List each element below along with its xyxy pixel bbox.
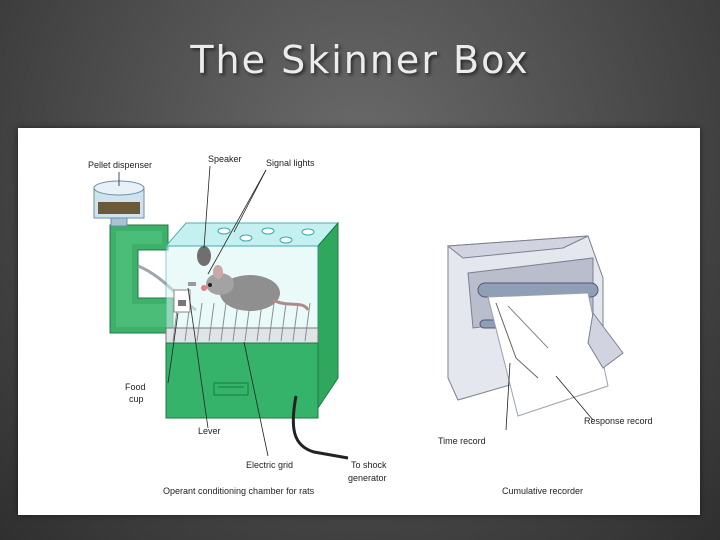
cumulative-recorder (448, 236, 623, 416)
label-speaker: Speaker (208, 154, 242, 164)
label-to-shock-line2: generator (348, 473, 387, 483)
label-food-cup-line1: Food (125, 382, 146, 392)
label-pellet-dispenser: Pellet dispenser (88, 160, 152, 170)
label-food-cup-line2: cup (129, 394, 144, 404)
caption-chamber: Operant conditioning chamber for rats (163, 486, 315, 496)
skinner-box-figure: Pellet dispenser Speaker Signal lights F… (18, 128, 700, 515)
caption-recorder: Cumulative recorder (502, 486, 583, 496)
slide-title: The Skinner Box (0, 38, 720, 82)
label-response-record: Response record (584, 416, 653, 426)
label-lever: Lever (198, 426, 221, 436)
label-time-record: Time record (438, 436, 486, 446)
operant-chamber (166, 223, 348, 458)
label-to-shock-line1: To shock (351, 460, 387, 470)
label-signal-lights: Signal lights (266, 158, 315, 168)
label-electric-grid: Electric grid (246, 460, 293, 470)
